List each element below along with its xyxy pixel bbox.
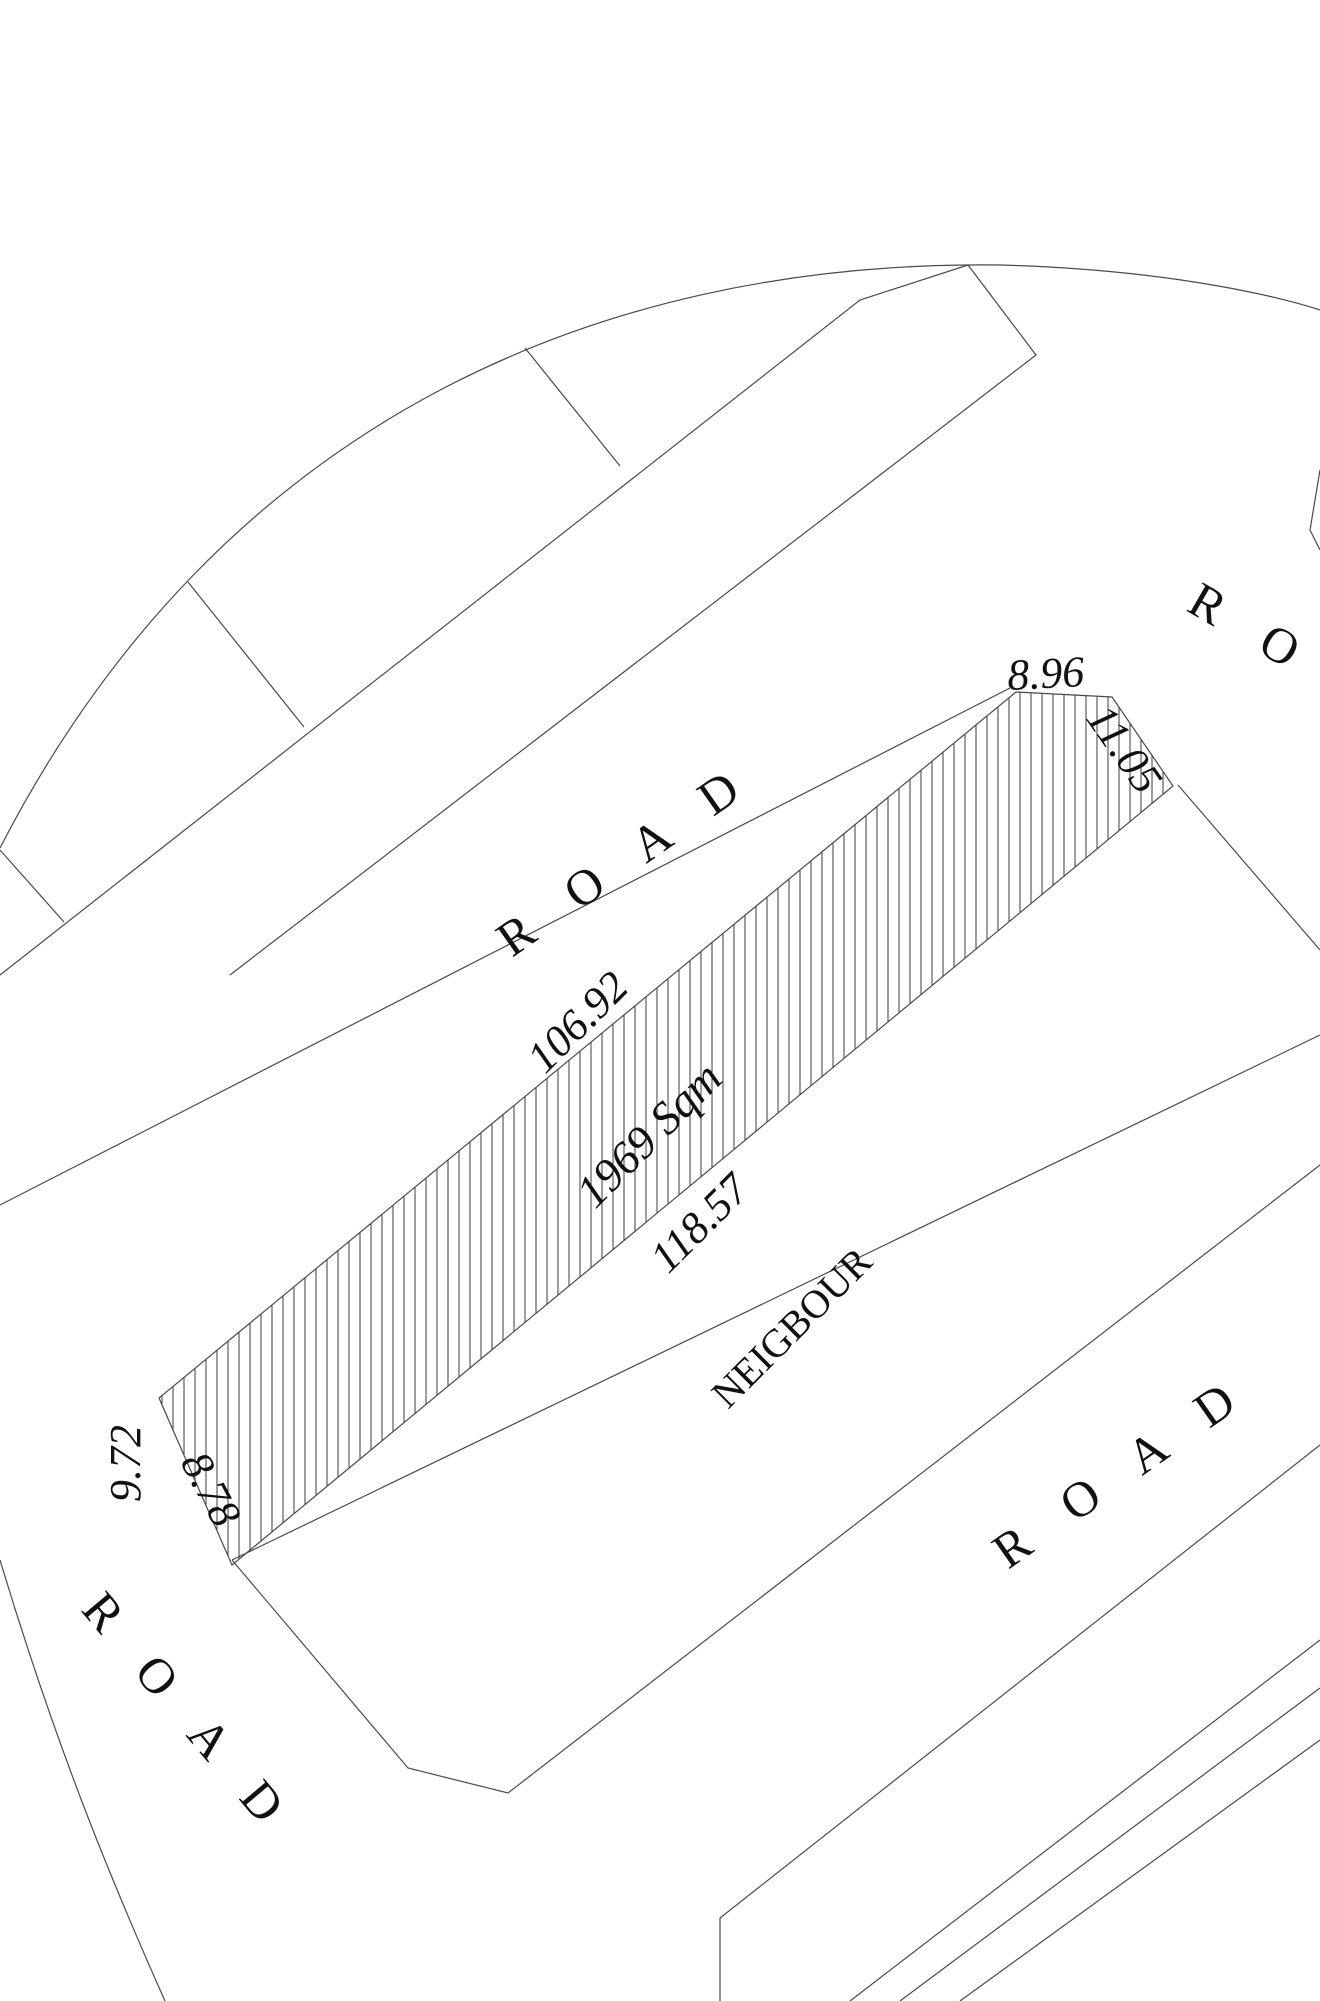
dimension-top-short: 8.96 bbox=[1006, 647, 1085, 700]
parcel-nw-outer bbox=[0, 264, 1037, 976]
parcel-divider-1 bbox=[524, 347, 621, 467]
parcel-divider-2 bbox=[187, 581, 305, 728]
parcel-se-outer bbox=[719, 1444, 1320, 2001]
dimension-long-south: 118.57 bbox=[640, 1163, 759, 1282]
site-boundary-arc bbox=[0, 264, 1320, 849]
road-south-block bbox=[231, 1164, 1320, 1794]
parcel-se-line-2 bbox=[849, 1639, 1320, 2001]
neighbour-label: NEIGBOUR bbox=[703, 1238, 881, 1416]
road-label-west: R O A D bbox=[72, 1581, 308, 1847]
road-north-edge bbox=[0, 687, 1011, 1206]
parcel-se-line-4 bbox=[959, 1739, 1320, 2001]
site-boundary-arc-lower bbox=[0, 1559, 166, 2001]
dimension-right-short: 11.05 bbox=[1077, 696, 1172, 803]
dimension-left-outer: 9.72 bbox=[101, 1425, 150, 1502]
parcel-se-line-3 bbox=[899, 1687, 1320, 2001]
subject-plot-outline bbox=[158, 691, 1174, 1566]
neighbour-boundary bbox=[1177, 784, 1320, 951]
road-label-east: R O A D bbox=[1180, 571, 1320, 769]
parcel-divider-3 bbox=[0, 849, 65, 923]
parcel-east-notch bbox=[1309, 469, 1320, 551]
neighbour-south-edge bbox=[231, 1034, 1320, 1561]
dimension-long-north: 106.92 bbox=[517, 962, 637, 1082]
